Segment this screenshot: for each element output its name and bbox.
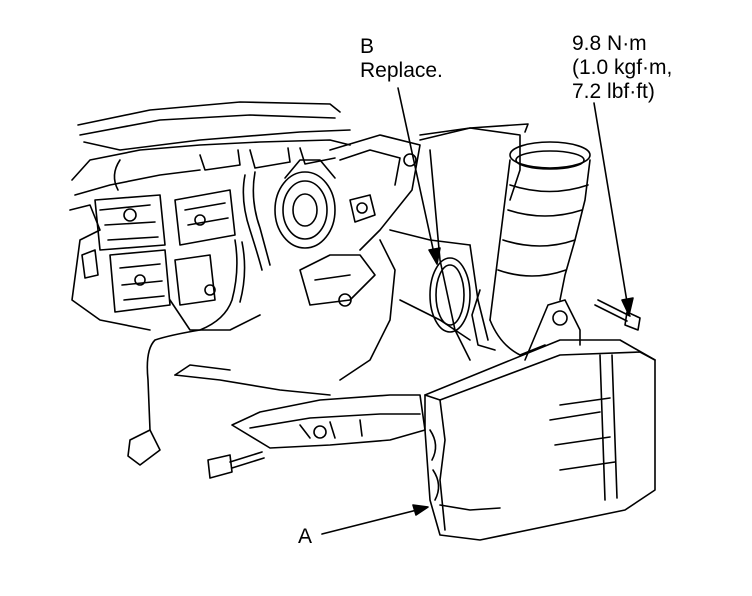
fender-panel xyxy=(389,127,521,361)
torque-spec-line-2: (1.0 kgf·m, xyxy=(572,56,673,79)
leader-line-torque xyxy=(593,102,634,316)
bolt-right xyxy=(594,299,641,331)
torque-spec-line-1: 9.8 N·m xyxy=(572,32,647,55)
torque-spec-line-3: 7.2 lbf·ft) xyxy=(572,80,655,103)
bolt-left xyxy=(207,451,265,479)
strut-bracket xyxy=(299,134,421,381)
air-cleaner-housing xyxy=(424,339,656,541)
air-intake-duct xyxy=(471,141,591,356)
leader-line-b xyxy=(397,87,441,265)
lower-bracket xyxy=(174,364,426,449)
callout-b-note: Replace. xyxy=(360,59,443,82)
callout-a-letter: A xyxy=(298,525,313,548)
wiring-harness xyxy=(127,171,271,466)
mounting-bracket xyxy=(524,299,581,361)
seal-ring-b xyxy=(429,257,471,333)
hood-outline xyxy=(77,101,529,151)
leader-line-a xyxy=(321,504,429,535)
round-component xyxy=(274,159,336,249)
callout-b-letter: B xyxy=(360,35,375,58)
engine-block xyxy=(69,139,351,331)
